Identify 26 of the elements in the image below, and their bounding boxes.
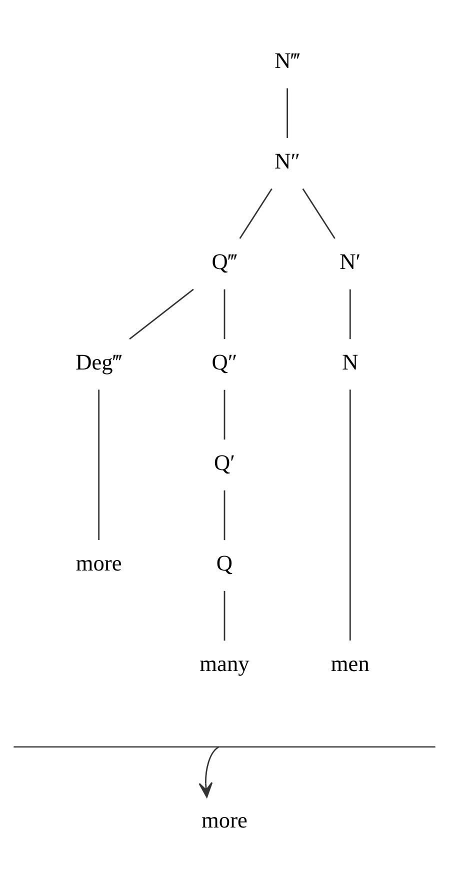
node-text: men [330,651,370,676]
connector [224,590,226,641]
connector [224,490,226,540]
connector [224,390,226,440]
node-text: many [200,651,250,676]
node-brace [14,746,436,748]
connector [349,390,351,640]
node-text: more [202,808,248,833]
arrow [198,746,219,798]
connector [349,289,351,340]
connector [239,188,272,239]
node-text: N″ [274,148,300,174]
node-text: Q′ [214,450,236,476]
node-text: N [342,350,358,375]
connector [129,288,194,340]
node-text: Q [216,550,233,576]
node-text: more [76,550,122,576]
node-text: Deg‴ [76,350,122,375]
node-text: Q″ [212,350,238,375]
connector [302,188,336,239]
connector [286,88,288,138]
node-text: Q‴ [212,249,238,274]
node-text: N‴ [274,48,300,74]
node-text: N′ [340,249,361,274]
connector [224,289,226,340]
connector [98,390,100,540]
